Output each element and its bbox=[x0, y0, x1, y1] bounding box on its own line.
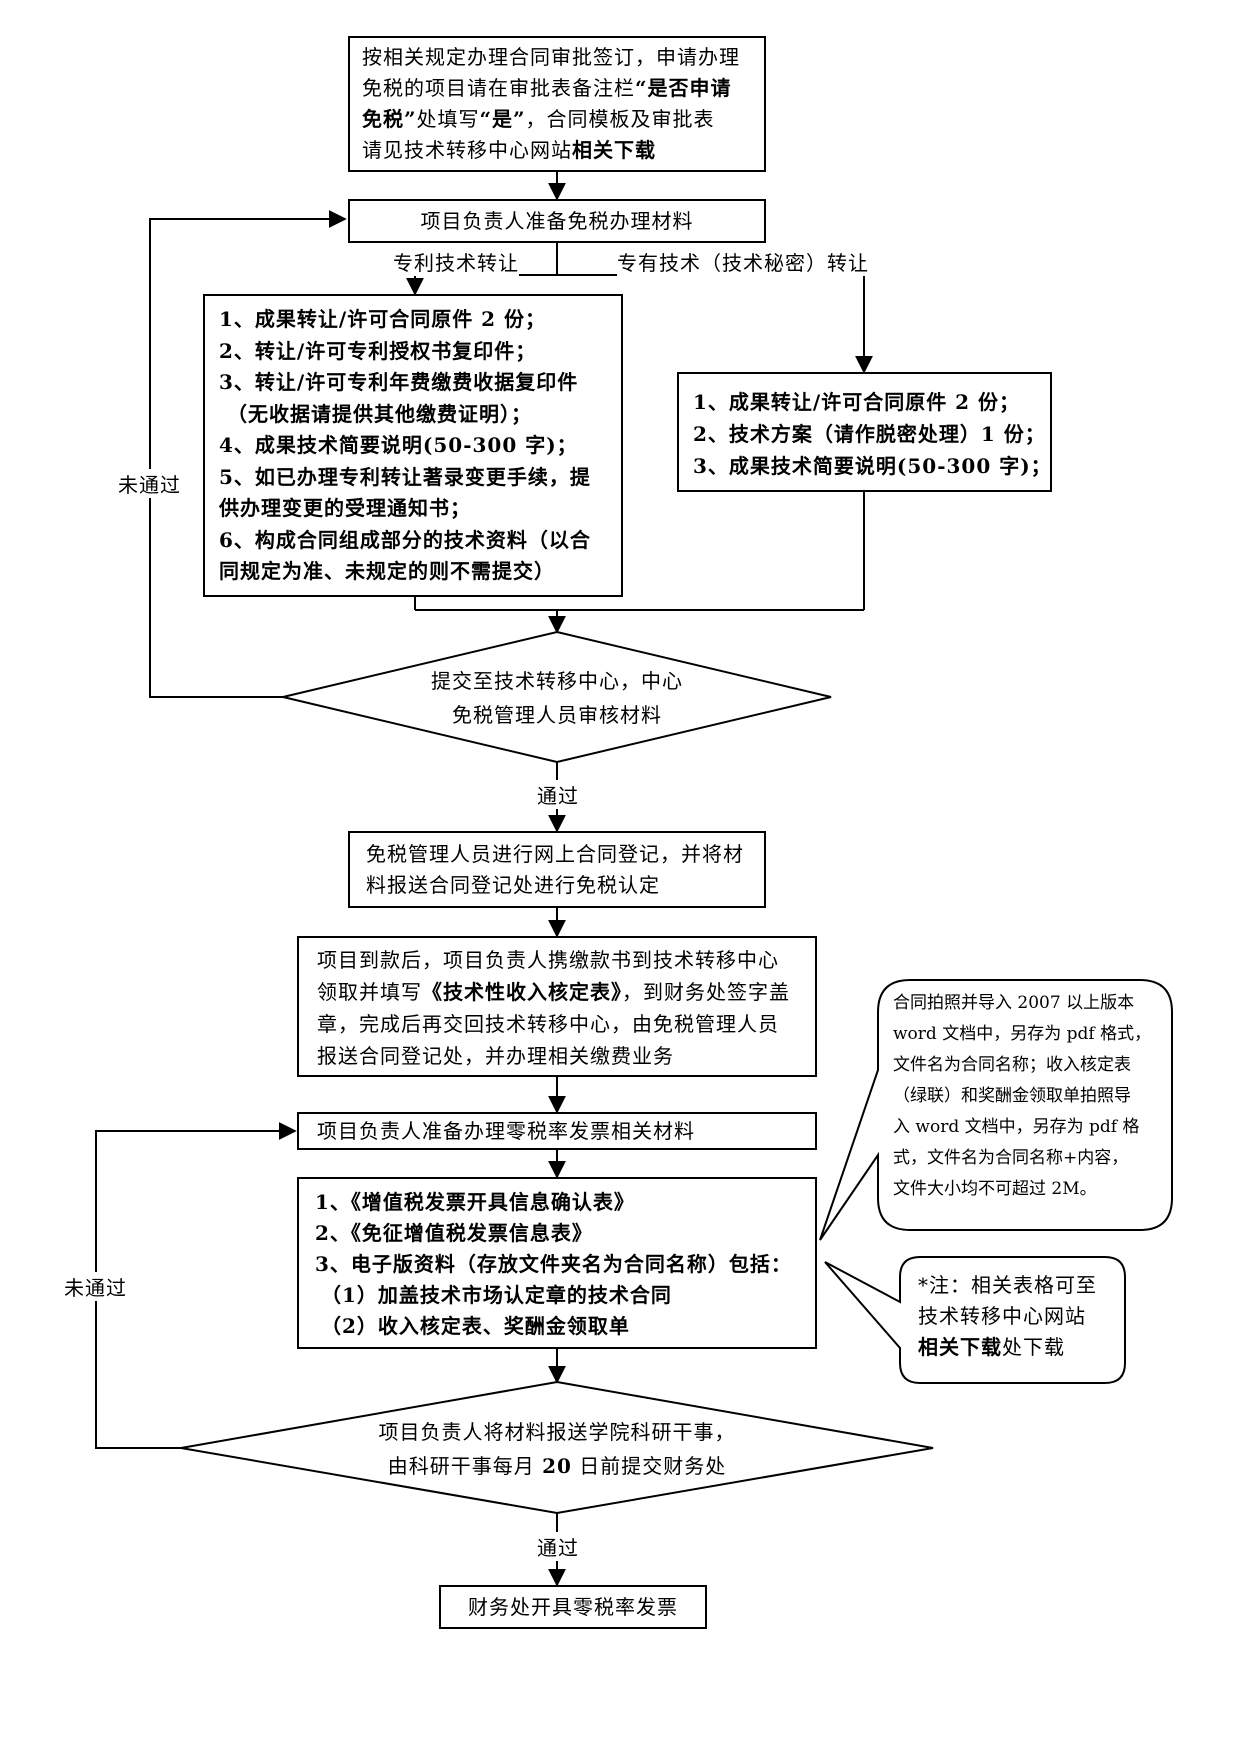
patent-item: 1、成果转让/许可合同原件 2 份； bbox=[219, 307, 547, 331]
patent-item: 2、转让/许可专利授权书复印件； bbox=[219, 338, 537, 363]
step1-line2a: 免税的项目请在审批表备注栏 bbox=[362, 76, 635, 100]
step4-line2c: ，到财务处签字盖 bbox=[622, 980, 790, 1004]
step1-line2b: “是否申请 bbox=[635, 76, 732, 100]
step6-item: （2）收入核定表、奖酬金领取单 bbox=[321, 1314, 630, 1338]
patent-item: 同规定为准、未规定的则不需提交） bbox=[219, 559, 555, 583]
step1-line1: 按相关规定办理合同审批签订，申请办理 bbox=[362, 45, 740, 69]
callout1-line: （绿联）和奖酬金领取单拍照导 bbox=[893, 1086, 1131, 1106]
knowhow-item: 1、成果转让/许可合同原件 2 份； bbox=[693, 390, 1021, 414]
step6-item: （1）加盖技术市场认定章的技术合同 bbox=[321, 1283, 672, 1307]
step3-box: 免税管理人员进行网上合同登记，并将材 料报送合同登记处进行免税认定 bbox=[348, 831, 766, 908]
decision2-line2c: 日前提交财务处 bbox=[571, 1454, 727, 1478]
decision2-diamond bbox=[180, 1380, 934, 1515]
callout2-download-text: 相关下载 bbox=[918, 1335, 1002, 1359]
step1-line3a: 免税” bbox=[362, 107, 417, 131]
patent-item: 4、成果技术简要说明(50-300 字)； bbox=[219, 433, 578, 457]
branch-label-patent: 专利技术转让 bbox=[393, 247, 519, 276]
step4-line4: 报送合同登记处，并办理相关缴费业务 bbox=[317, 1044, 674, 1068]
knowhow-materials-box: 1、成果转让/许可合同原件 2 份； 2、技术方案（请作脱密处理）1 份； 3、… bbox=[677, 372, 1052, 492]
callout2-text: *注：相关表格可至 技术转移中心网站 相关下载处下载 bbox=[918, 1270, 1097, 1363]
pass-label-2: 通过 bbox=[537, 1532, 579, 1561]
knowhow-item: 2、技术方案（请作脱密处理）1 份； bbox=[693, 422, 1046, 446]
patent-item: 6、构成合同组成部分的技术资料（以合 bbox=[219, 527, 591, 552]
step5-text: 项目负责人准备办理零税率发票相关材料 bbox=[317, 1118, 695, 1143]
decision1-text: 提交至技术转移中心，中心 免税管理人员审核材料 bbox=[357, 664, 757, 732]
step1-download-link-text: 相关下载 bbox=[572, 138, 656, 162]
branch-label-knowhow: 专有技术（技术秘密）转让 bbox=[617, 247, 869, 276]
step1-box: 按相关规定办理合同审批签订，申请办理 免税的项目请在审批表备注栏“是否申请 免税… bbox=[348, 36, 766, 172]
knowhow-item: 3、成果技术简要说明(50-300 字)； bbox=[693, 454, 1052, 478]
callout1-line: 合同拍照并导入 2007 以上版本 bbox=[893, 993, 1135, 1013]
fail-label-2: 未通过 bbox=[64, 1272, 127, 1301]
step2-text: 项目负责人准备免税办理材料 bbox=[420, 208, 694, 233]
step3-line1: 免税管理人员进行网上合同登记，并将材 bbox=[366, 842, 744, 866]
callout2-line3b: 处下载 bbox=[1002, 1335, 1065, 1359]
patent-item: （无收据请提供其他缴费证明）； bbox=[227, 401, 532, 426]
step1-line3c: “是” bbox=[479, 107, 526, 131]
decision2-deadline-day: 20 bbox=[542, 1454, 572, 1478]
step5-box: 项目负责人准备办理零税率发票相关材料 bbox=[297, 1112, 817, 1150]
step3-line2: 料报送合同登记处进行免税认定 bbox=[366, 873, 660, 897]
step1-line4a: 请见技术转移中心网站 bbox=[362, 138, 572, 162]
patent-materials-box: 1、成果转让/许可合同原件 2 份； 2、转让/许可专利授权书复印件； 3、转让… bbox=[203, 294, 623, 597]
decision1-line2: 免税管理人员审核材料 bbox=[452, 703, 662, 727]
fail-loop-1 bbox=[149, 210, 347, 698]
callout1-line: word 文档中，另存为 pdf 格式， bbox=[893, 1024, 1152, 1044]
step4-line1: 项目到款后，项目负责人携缴款书到技术转移中心 bbox=[317, 948, 779, 972]
step6-item: 2、《免征增值税发票信息表》 bbox=[315, 1221, 593, 1245]
callout1-line: 文件大小均不可超过 2M。 bbox=[893, 1179, 1097, 1199]
decision2-line1: 项目负责人将材料报送学院科研干事， bbox=[378, 1420, 736, 1444]
callout2-bubble bbox=[824, 1256, 1126, 1384]
patent-item: 5、如已办理专利转让著录变更手续，提 bbox=[219, 464, 591, 489]
callout1-line: 式，文件名为合同名称+内容， bbox=[893, 1148, 1129, 1168]
step4-box: 项目到款后，项目负责人携缴款书到技术转移中心 领取并填写《技术性收入核定表》，到… bbox=[297, 936, 817, 1077]
step6-box: 1、《增值税发票开具信息确认表》 2、《免征增值税发票信息表》 3、电子版资料（… bbox=[297, 1177, 817, 1349]
decision1-line1: 提交至技术转移中心，中心 bbox=[431, 669, 683, 693]
step1-line3b: 处填写 bbox=[416, 107, 480, 131]
decision1-diamond bbox=[282, 630, 832, 764]
decision2-line2a: 由科研干事每月 bbox=[387, 1454, 543, 1478]
step4-line2a: 领取并填写 bbox=[317, 980, 422, 1004]
callout1-text: 合同拍照并导入 2007 以上版本 word 文档中，另存为 pdf 格式， 文… bbox=[893, 988, 1168, 1205]
callout2-line1: *注：相关表格可至 bbox=[918, 1273, 1097, 1297]
callout2-line2: 技术转移中心网站 bbox=[918, 1304, 1086, 1328]
final-box: 财务处开具零税率发票 bbox=[439, 1585, 707, 1629]
callout1-line: 入 word 文档中，另存为 pdf 格 bbox=[893, 1117, 1140, 1137]
step6-item: 3、电子版资料（存放文件夹名为合同名称）包括： bbox=[315, 1252, 792, 1276]
callout1-line: 文件名为合同名称；收入核定表 bbox=[893, 1055, 1131, 1075]
patent-item: 3、转让/许可专利年费缴费收据复印件 bbox=[219, 370, 579, 394]
step6-item: 1、《增值税发票开具信息确认表》 bbox=[315, 1190, 635, 1214]
step4-form-name: 《技术性收入核定表》 bbox=[422, 980, 622, 1004]
step4-line3: 章，完成后再交回技术转移中心，由免税管理人员 bbox=[317, 1012, 779, 1036]
decision2-text: 项目负责人将材料报送学院科研干事， 由科研干事每月 20 日前提交财务处 bbox=[337, 1415, 777, 1483]
pass-label-1: 通过 bbox=[537, 780, 579, 809]
patent-item: 供办理变更的受理通知书； bbox=[219, 496, 471, 520]
step1-line3d: ，合同模板及审批表 bbox=[525, 107, 715, 131]
callout1-bubble bbox=[819, 979, 1173, 1241]
step2-box: 项目负责人准备免税办理材料 bbox=[348, 199, 766, 243]
final-text: 财务处开具零税率发票 bbox=[468, 1594, 678, 1619]
fail-label-1: 未通过 bbox=[118, 469, 181, 498]
